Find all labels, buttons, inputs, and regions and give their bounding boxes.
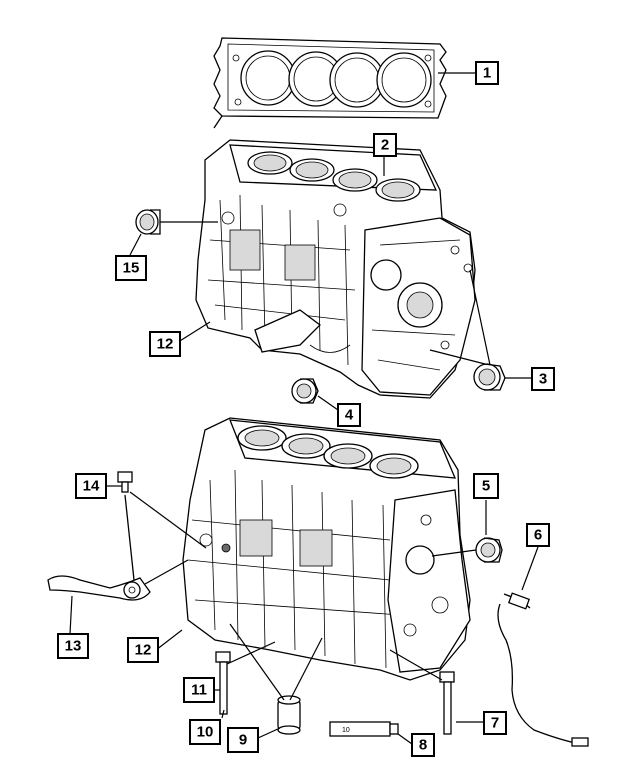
svg-text:6: 6 [534, 527, 542, 544]
callout-3: 3 [531, 367, 555, 391]
svg-text:8: 8 [419, 737, 427, 754]
plug-9 [277, 695, 301, 735]
svg-text:5: 5 [482, 478, 490, 495]
callout-2: 2 [373, 133, 397, 157]
plug-5 [475, 537, 503, 563]
callout-11: 11 [183, 677, 215, 703]
svg-text:7: 7 [491, 715, 499, 732]
expansion-plug-15 [135, 209, 161, 235]
head-gasket [213, 37, 447, 129]
block-heater-8: 10 [329, 721, 399, 737]
callout-5: 5 [473, 473, 499, 499]
oil-tube-13 [47, 494, 151, 601]
svg-text:15: 15 [123, 260, 140, 277]
callout-12-lower: 12 [127, 637, 159, 663]
callout-10: 10 [189, 719, 221, 745]
expansion-plug-4 [291, 378, 319, 404]
svg-text:12: 12 [135, 642, 152, 659]
svg-text:4: 4 [345, 407, 354, 424]
callout-7: 7 [483, 711, 507, 735]
svg-text:11: 11 [191, 682, 207, 699]
callout-4: 4 [337, 403, 361, 427]
svg-text:14: 14 [83, 478, 100, 495]
svg-text:2: 2 [381, 137, 389, 154]
callout-12-upper: 12 [149, 331, 181, 357]
callout-1: 1 [475, 61, 499, 85]
svg-text:10: 10 [197, 724, 214, 741]
callout-6: 6 [526, 523, 550, 547]
callout-13: 13 [57, 633, 89, 659]
heater-marking: 10 [342, 727, 350, 734]
upper-engine-block [195, 139, 476, 399]
svg-text:1: 1 [483, 65, 491, 82]
svg-text:12: 12 [157, 336, 174, 353]
plug-3 [473, 363, 506, 391]
svg-text:3: 3 [539, 371, 547, 388]
callout-9: 9 [227, 727, 259, 753]
svg-text:13: 13 [65, 638, 82, 655]
sensor-6 [497, 592, 589, 747]
callout-8: 8 [411, 733, 435, 757]
callout-14: 14 [75, 473, 107, 499]
callout-15: 15 [115, 255, 147, 281]
lower-engine-block [182, 417, 471, 681]
svg-text:9: 9 [239, 732, 247, 749]
bolt-14 [117, 471, 133, 493]
